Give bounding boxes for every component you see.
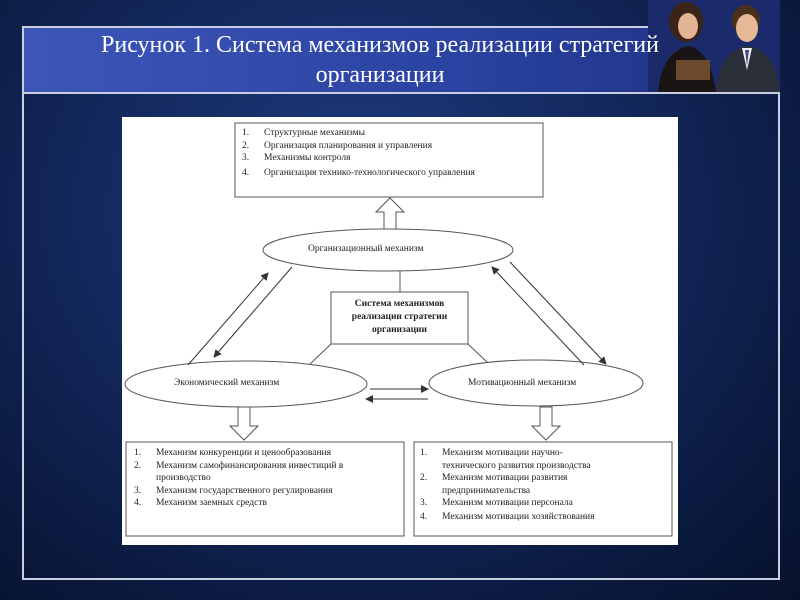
diagram-graphics: [124, 122, 673, 537]
top-box-item: 2.Организация планирования и управления: [242, 140, 433, 151]
slide-title-line2: организации: [315, 62, 445, 88]
people-photo: [648, 0, 780, 92]
right-box-item: 3.Механизм мотивации персонала: [420, 498, 573, 508]
right-box-item: технического развития производства: [442, 460, 591, 471]
ellipse-motiv-label: Мотивационный механизм: [468, 378, 577, 388]
left-box-item: производство: [156, 473, 211, 483]
right-box: [413, 441, 673, 537]
arrow-motiv-to-right-box: [530, 406, 562, 441]
slide-frame: [22, 26, 780, 580]
ellipse-motiv: [428, 359, 644, 407]
left-box-item: 3.Механизм государственного регулировани…: [134, 485, 333, 496]
connector-center-right: [467, 343, 489, 364]
top-box-item: 4.Организация технико-технологического у…: [242, 167, 475, 178]
left-box-list: 1.Механизм конкуренции и ценообразования…: [134, 447, 343, 510]
left-box-item: 1.Механизм конкуренции и ценообразования: [134, 448, 332, 458]
top-box-item: 3.Механизмы контроля: [242, 153, 351, 163]
right-box-item: 4.Механизм мотивации хозяйствования: [420, 511, 595, 522]
arrow-econ-to-left-box: [228, 406, 260, 441]
arrow-org-to-econ: [213, 266, 293, 358]
arrow-motiv-to-org: [491, 266, 585, 366]
center-box-label: Система механизмов реализации стратегии …: [351, 299, 448, 335]
arrow-org-to-top: [374, 197, 406, 231]
slide-title: Рисунок 1. Система механизмов реализации…: [30, 30, 730, 90]
arrow-org-to-motiv: [509, 261, 607, 365]
slide-title-line1: Рисунок 1. Система механизмов реализации…: [101, 32, 659, 58]
top-box-list: 1.Структурные механизмы 2.Организация пл…: [242, 127, 475, 179]
diagram: 1.Структурные механизмы 2.Организация пл…: [122, 117, 678, 545]
right-box-item: 1.Механизм мотивации научно-: [420, 448, 563, 458]
right-box-list: 1.Механизм мотивации научно- техническог…: [420, 447, 595, 523]
top-box-item: 1.Структурные механизмы: [242, 128, 366, 138]
arrow-econ-to-org: [187, 272, 269, 366]
left-box-item: 4.Механизм заемных средств: [134, 498, 267, 508]
ellipse-econ-label: Экономический механизм: [174, 378, 280, 388]
ellipse-org-label: Организационный механизм: [308, 244, 424, 254]
top-box: [234, 122, 544, 198]
connector-center-left: [309, 343, 332, 365]
center-box: [330, 291, 469, 345]
right-box-item: 2.Механизм мотивации развития: [420, 473, 568, 483]
left-box-item: 2.Механизм самофинансирования инвестиций…: [134, 460, 344, 471]
ellipse-org: [262, 228, 514, 272]
right-box-item: предпринимательства: [442, 485, 531, 496]
left-box: [125, 441, 405, 537]
